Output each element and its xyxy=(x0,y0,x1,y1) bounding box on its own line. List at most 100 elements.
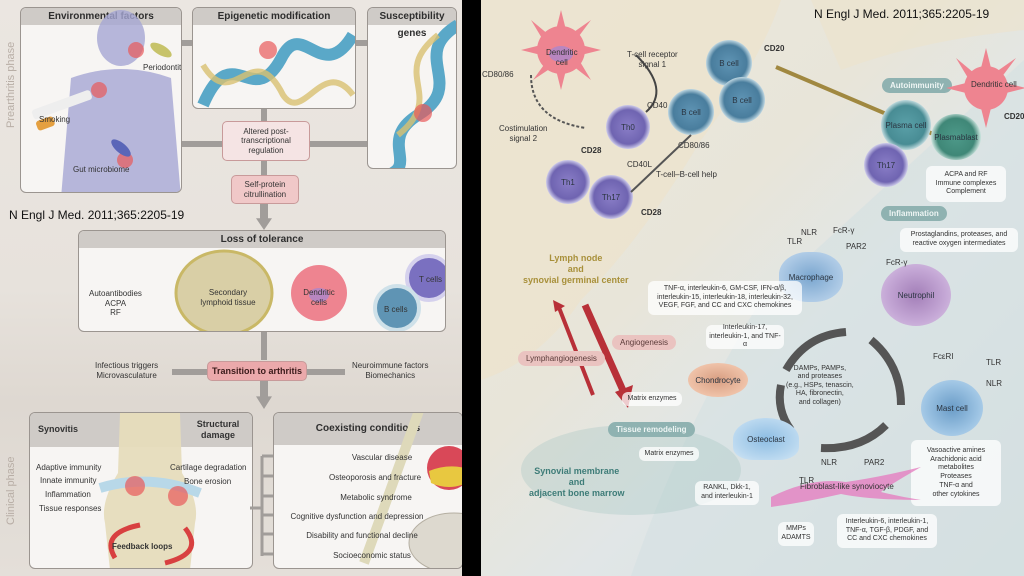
cd40l-label: CD40L xyxy=(627,160,652,169)
arrow-down-icon xyxy=(256,381,272,409)
matrix-enzymes-box: Matrix enzymes xyxy=(622,392,682,406)
adaptive-immunity-label: Adaptive immunity xyxy=(36,463,102,472)
cd28-label-2: CD28 xyxy=(641,208,662,217)
dendritic-cell-icon xyxy=(521,10,601,90)
th1-cell: Th1 xyxy=(546,160,590,204)
t-cells-label: T cells xyxy=(419,275,442,284)
tcr-signal-label: T-cell receptor signal 1 xyxy=(627,50,678,69)
neuroimmune-text: Neuroimmune factors xyxy=(352,361,429,370)
infectious-triggers-text: Infectious triggers xyxy=(95,361,159,370)
fls-output-box: Interleukin-6, interleukin-1, TNF-α, TGF… xyxy=(837,514,937,548)
tb-help-label: T-cell–B-cell help xyxy=(656,170,717,179)
cartilage-degradation-label: Cartilage degradation xyxy=(170,463,247,472)
fibroblast-like-synoviocyte-icon xyxy=(771,467,921,507)
il17-line-2: interleukin-1, and TNF-α xyxy=(709,332,781,349)
dendritic-cell-icon xyxy=(291,265,347,321)
macrophage-output-box: TNF-α, interleukin-6, GM-CSF, IFN-α/β, i… xyxy=(648,281,802,315)
periodontitis-label: Periodontitis xyxy=(143,63,182,72)
smoking-label: Smoking xyxy=(39,115,71,124)
coexisting-item: Osteoporosis and fracture xyxy=(328,473,422,482)
fceri-label: FcεRI xyxy=(933,352,954,361)
synovitis-title: Synovitis xyxy=(38,424,79,434)
cartilage-icon xyxy=(98,476,202,498)
t-cell-icon xyxy=(405,254,445,302)
mac-line-1: TNF-α, interleukin-6, GM-CSF, IFN-α/β, xyxy=(663,284,787,292)
methylation-burst-icon xyxy=(259,41,277,59)
mast-output-box: Vasoactive amines Arachidonic acid metab… xyxy=(911,440,1001,506)
tlr-label-3: TLR xyxy=(799,476,815,485)
acpa-line-2: Immune complexes xyxy=(935,179,997,187)
syn-line-2: and xyxy=(568,476,585,487)
inflammation-burst-icon xyxy=(125,476,145,496)
neu-line-2: reactive oxygen intermediates xyxy=(912,240,1006,247)
cd28-label: CD28 xyxy=(581,146,602,155)
arrow-right-icon xyxy=(182,141,222,147)
autoantibodies-label: Autoantibodies ACPA RF xyxy=(89,289,142,318)
clinical-phase-label: Clinical phase xyxy=(5,456,17,525)
citation-left: N Engl J Med. 2011;365:2205-19 xyxy=(9,208,185,222)
feedback-loops-label: Feedback loops xyxy=(112,542,173,551)
acpa-box: ACPA and RF Immune complexes Complement xyxy=(926,166,1006,202)
environmental-factors-panel: Environmental factors Periodontitis Smok… xyxy=(20,7,182,193)
tlr-label: TLR xyxy=(787,237,803,246)
arrow-right-icon xyxy=(172,369,207,375)
brain-icon xyxy=(408,512,462,568)
dendritic-cells-label: Dendritic cells xyxy=(303,288,335,307)
synovial-immunology-panel: N Engl J Med. 2011;365:2205-19 Dendritic… xyxy=(481,0,1024,576)
innate-immunity-label: Innate immunity xyxy=(40,476,97,485)
plasmablast-cell: Plasmablast xyxy=(931,114,981,160)
dna-helix-illustration xyxy=(388,19,456,168)
branching-arrows xyxy=(250,454,274,556)
tissue-remodeling-pill: Tissue remodeling xyxy=(608,422,695,437)
il17-box: Interleukin-17, interleukin-1, and TNF-α xyxy=(706,324,784,349)
arrow-down-icon xyxy=(256,204,272,230)
dendritic-cell-icon xyxy=(946,48,1024,128)
tlr-label-2: TLR xyxy=(986,358,1002,367)
b-cell: B cell xyxy=(719,77,765,123)
mast-cell: Mast cell xyxy=(921,380,983,436)
th17-cell: Th17 xyxy=(589,175,633,219)
panel-title: Susceptibility genes xyxy=(368,8,456,39)
syn-line-1: Synovial membrane xyxy=(534,466,620,476)
dna-helix-illustration xyxy=(197,31,355,108)
neutrophil-cell: Neutrophil xyxy=(881,264,951,326)
plasma-cell: Plasma cell xyxy=(881,100,931,150)
costimulation-label: Costimulation signal 2 xyxy=(499,124,547,143)
b-cell-icon xyxy=(373,284,421,331)
angiogenesis-pill: Angiogenesis xyxy=(612,335,677,350)
lymphoid-tissue-icon xyxy=(174,249,274,331)
costim-line-2: signal 2 xyxy=(509,133,538,143)
mutation-burst-icon xyxy=(414,104,432,122)
rankl-line-2: and interleukin-1 xyxy=(701,493,753,500)
lymph-line-1: Lymph node xyxy=(549,253,603,263)
fls-label: Fibroblast-like synoviocyte xyxy=(800,482,894,491)
damps-line: and collagen) xyxy=(798,398,841,406)
transition-to-arthritis-box: Transition to arthritis xyxy=(207,361,307,381)
epigenetic-modification-panel: Epigenetic modification xyxy=(192,7,356,109)
mac-line-2: interleukin-15, interleukin-18, interleu… xyxy=(657,293,793,301)
feedback-arrow-icon xyxy=(164,526,195,566)
b-cell: B cell xyxy=(668,89,714,135)
arrow-right-icon xyxy=(356,40,367,46)
rf-text: RF xyxy=(110,308,121,318)
bone-erosion-label: Bone erosion xyxy=(184,477,232,486)
coexisting-item: Disability and functional decline xyxy=(306,531,418,540)
cd20-label-2: CD20 xyxy=(1004,112,1024,121)
panel-title: Environmental factors xyxy=(21,8,181,25)
cd80-86-label: CD80/86 xyxy=(482,70,514,79)
syn-line-3: adjacent bone marrow xyxy=(529,487,625,498)
acpa-text: ACPA xyxy=(104,298,127,308)
fcr-gamma-label-2: FcR-γ xyxy=(886,258,908,267)
arrow-down-icon xyxy=(261,161,267,175)
arrow-down-icon xyxy=(261,109,267,121)
mast-line: Arachidonic acid xyxy=(930,455,982,463)
cd80-86-label-2: CD80/86 xyxy=(678,141,710,150)
prearthritis-phase-label: Prearthritis phase xyxy=(5,41,17,128)
par2-label: PAR2 xyxy=(846,242,867,251)
arrow-left-icon xyxy=(307,369,345,375)
gut-microbiome-label: Gut microbiome xyxy=(73,165,130,174)
susceptibility-genes-panel: Susceptibility genes xyxy=(367,7,457,169)
loss-of-tolerance-panel: Loss of tolerance Autoantibodies ACPA RF… xyxy=(78,230,446,332)
signal-arrows xyxy=(530,54,658,129)
